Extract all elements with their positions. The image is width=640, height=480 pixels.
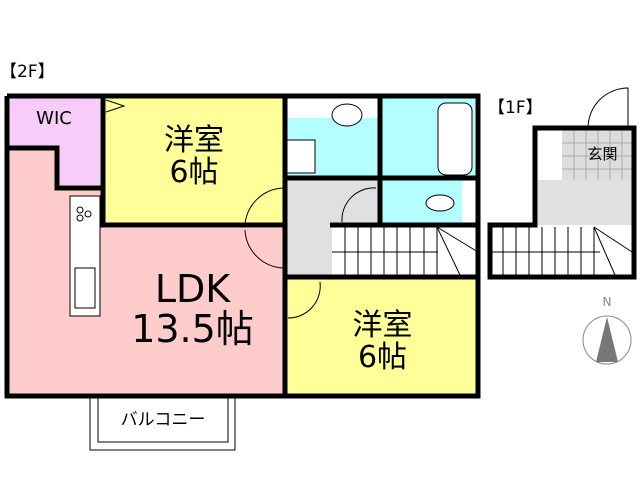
western1-size: 6帖 <box>169 154 219 190</box>
western2-area <box>287 278 478 395</box>
western1-area <box>103 98 285 225</box>
floor-2f-label: 【2F】 <box>0 62 55 82</box>
ldk-size: 13.5帖 <box>131 306 254 351</box>
entrance-label: 玄関 <box>587 145 618 163</box>
stairs-1f <box>490 227 632 275</box>
wic-label: WIC <box>36 108 72 129</box>
stairs-2f <box>332 227 478 275</box>
balcony-label: バルコニー <box>120 410 206 430</box>
western2-name: 洋室 <box>352 308 413 343</box>
wic-notch <box>55 140 100 185</box>
hall-1f-area <box>538 180 632 225</box>
compass-north-label: N <box>602 295 612 309</box>
floor-1f-label: 【1F】 <box>488 98 543 118</box>
western1-name: 洋室 <box>164 123 224 158</box>
ldk-name: LDK <box>154 267 231 311</box>
wic-area <box>8 98 100 148</box>
balcony <box>89 397 236 451</box>
compass-icon <box>582 315 632 365</box>
western2-size: 6帖 <box>357 339 408 375</box>
